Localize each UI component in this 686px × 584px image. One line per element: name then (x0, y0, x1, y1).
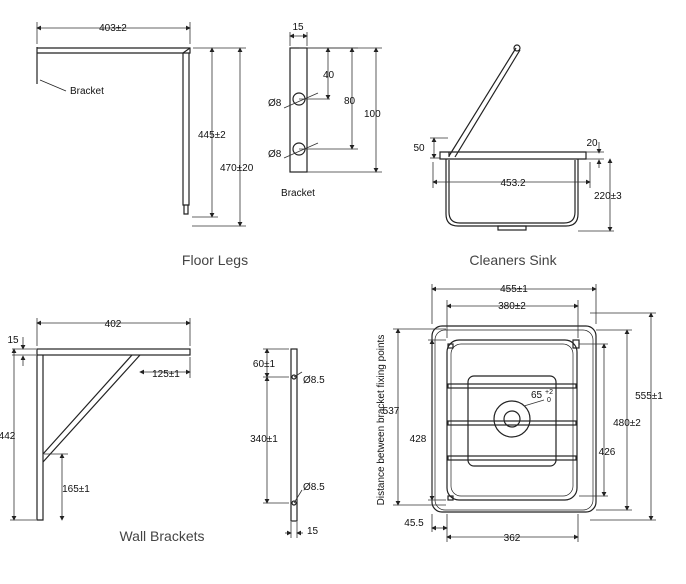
cleaners-sink-dimensions (430, 137, 614, 232)
dim-hole-a: Ø8 (268, 98, 282, 109)
dim-leg-h2: 470±20 (220, 163, 254, 174)
dim-wb-125: 125±1 (152, 369, 180, 380)
dim-bar-hole-top: Ø8.5 (303, 375, 325, 386)
dim-top-455: 455±1 (500, 284, 528, 295)
dim-leg-width: 403±2 (99, 23, 127, 34)
dim-bar-15: 15 (307, 526, 319, 537)
wall-bracket-dimensions (10, 318, 191, 521)
dim-sink-220: 220±3 (594, 191, 622, 202)
dim-top-angle: 65 (531, 390, 543, 401)
dim-plate-100: 100 (364, 109, 381, 120)
wall-bracket-drawing (36, 348, 191, 521)
mounting-bar-dimensions (263, 348, 303, 538)
bracket-plate-drawing (289, 47, 308, 173)
cleaners-sink-drawing (439, 44, 587, 231)
bracket-plate-dimensions (283, 32, 382, 173)
dim-sink-50: 50 (413, 143, 425, 154)
label-bracket-leg: Bracket (70, 86, 104, 97)
dim-wb-402: 402 (105, 319, 122, 330)
dim-top-tol-dn: 0 (547, 397, 551, 404)
dim-top-362: 362 (504, 533, 521, 544)
section-title-floor-legs: Floor Legs (182, 252, 248, 268)
dim-top-428: 428 (410, 434, 427, 445)
dim-top-555: 555±1 (635, 391, 663, 402)
dim-bar-60: 60±1 (253, 359, 276, 370)
dim-leg-h1: 445±2 (198, 130, 226, 141)
label-bracket-plate: Bracket (281, 188, 315, 199)
dim-wb-15: 15 (7, 335, 19, 346)
dim-plate-w: 15 (292, 22, 304, 33)
floor-legs-dimensions (36, 22, 246, 227)
dim-bar-hole-bot: Ø8.5 (303, 482, 325, 493)
sink-top-view-dimensions (393, 284, 656, 542)
dim-plate-80: 80 (344, 96, 356, 107)
mounting-bar-drawing (290, 348, 298, 522)
dim-wb-442: 442 (0, 431, 16, 442)
dim-sink-453: 453.2 (500, 178, 525, 189)
dim-top-380: 380±2 (498, 301, 526, 312)
section-title-wall-brackets: Wall Brackets (119, 528, 204, 544)
dim-wb-165: 165±1 (62, 484, 90, 495)
dim-top-426: 426 (599, 447, 616, 458)
dim-top-480: 480±2 (613, 418, 641, 429)
dim-hole-b: Ø8 (268, 149, 282, 160)
dim-top-455b: 45.5 (404, 518, 424, 529)
section-title-cleaners-sink: Cleaners Sink (469, 252, 557, 268)
dim-sink-20: 20 (586, 138, 598, 149)
dim-top-537: 537 (383, 406, 400, 417)
dim-plate-40: 40 (323, 70, 335, 81)
label-side-note: Distance between bracket fixing points (376, 335, 387, 506)
sink-top-view-drawing (431, 325, 597, 513)
dim-top-tol-up: +2 (545, 389, 553, 396)
floor-legs-drawing (36, 47, 191, 215)
dim-bar-340: 340±1 (250, 434, 278, 445)
